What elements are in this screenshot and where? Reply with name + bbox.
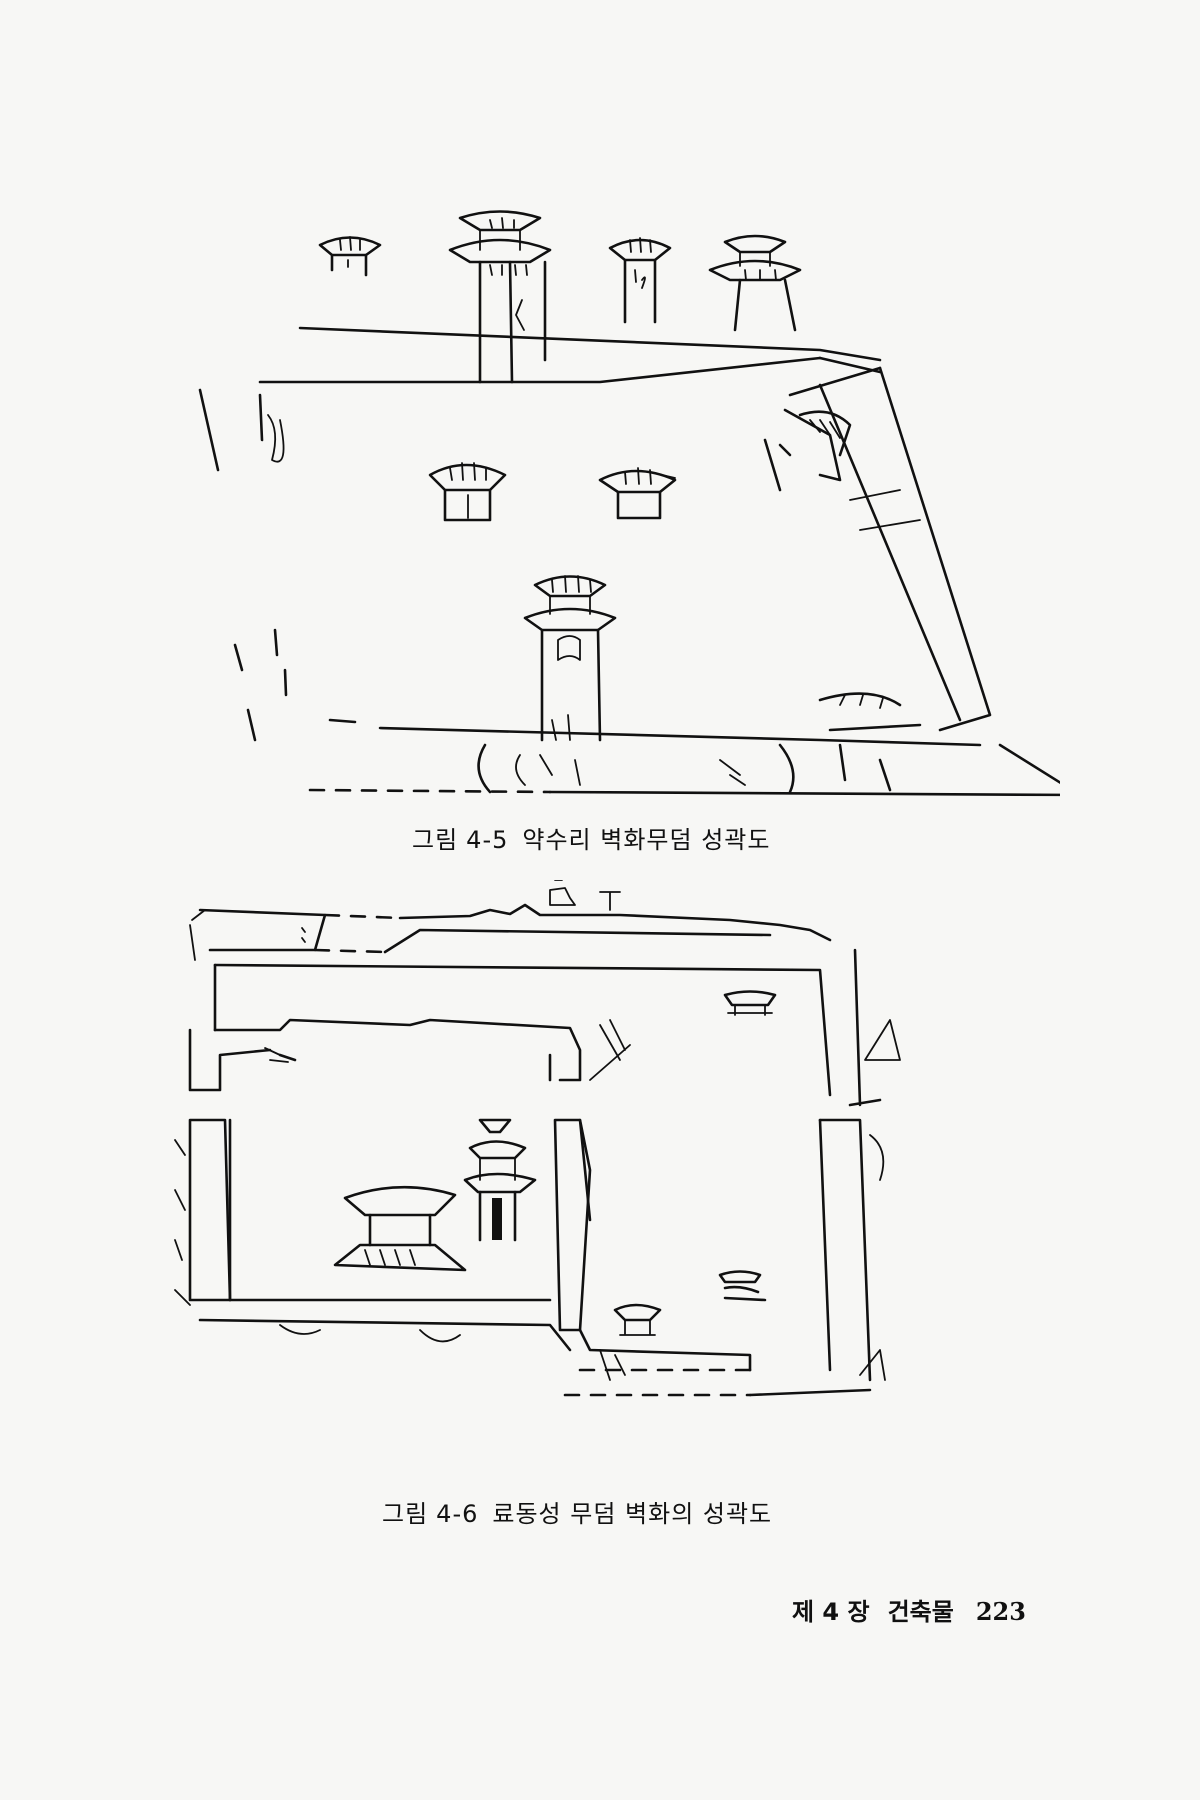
pavilion-icon (723, 990, 777, 1016)
chapter-label: 제 4 장 (792, 1598, 870, 1626)
gate-tower-icon (448, 210, 552, 384)
pagoda-tower-icon (463, 1118, 537, 1242)
figure-4-6-illustration (170, 880, 1050, 1520)
pavilion-icon (718, 1270, 767, 1302)
hall-building-icon (428, 462, 507, 522)
figure-label: 그림 (382, 1500, 429, 1528)
page-footer: 제 4 장 건축물 223 (792, 1592, 1026, 1627)
fortress-drawing-yaksuri (198, 210, 1060, 797)
figure-caption-text: 약수리 벽화무덤 성곽도 (522, 826, 771, 854)
gate-tower-icon (523, 575, 617, 742)
figure-label: 그림 (412, 826, 459, 854)
fortress-drawing-liaodong (174, 880, 901, 1397)
watchtower-icon (318, 236, 382, 277)
gate-pavilion-icon (599, 1303, 662, 1381)
watchtower-icon (608, 237, 672, 324)
page-number: 223 (975, 1597, 1026, 1626)
hall-building-icon (598, 467, 677, 520)
figure-4-5-illustration (180, 200, 1060, 820)
corner-tower-icon (708, 234, 802, 332)
great-hall-icon (333, 1185, 467, 1272)
figure-number: 4-5 (466, 826, 509, 854)
side-tower-icon (763, 408, 852, 492)
figure-caption-text: 료동성 무덤 벽화의 성곽도 (492, 1500, 773, 1528)
figure-number: 4-6 (436, 1500, 479, 1528)
section-title: 건축물 (887, 1598, 954, 1626)
